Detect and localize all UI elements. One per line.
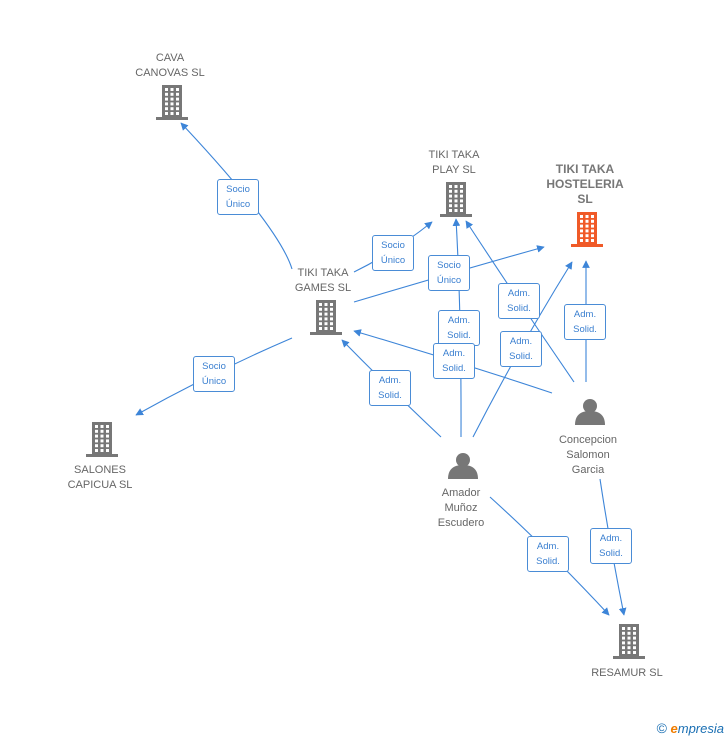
edge-label-concepcion-to-resamur: Adm. Solid. — [590, 528, 632, 564]
copyright-icon: © — [656, 720, 667, 736]
empresia-logo[interactable]: © empresia — [656, 720, 724, 736]
edge-label-tikigames-to-tikihost: Socio Único — [428, 255, 470, 291]
tikiplay-node-label[interactable]: TIKI TAKA PLAY SL — [428, 149, 480, 176]
tikihost-building-icon[interactable] — [571, 212, 603, 247]
edge-label-concepcion-to-tikigames: Adm. Solid. — [433, 343, 475, 379]
edge-label-concepcion-to-tikihost: Adm. Solid. — [564, 304, 606, 340]
salones-building-icon[interactable] — [86, 422, 118, 457]
edge-label-amador-to-resamur: Adm. Solid. — [527, 536, 569, 572]
amador-node-label[interactable]: Amador Muñoz Escudero — [437, 487, 485, 529]
resamur-node-label[interactable]: RESAMUR SL — [591, 667, 663, 679]
concepcion-person-icon[interactable] — [575, 399, 605, 425]
edge-label-amador-to-tikihost: Adm. Solid. — [500, 331, 542, 367]
cava-building-icon[interactable] — [156, 85, 188, 120]
tikiplay-building-icon[interactable] — [440, 182, 472, 217]
edge-label-amador-to-tikigames: Adm. Solid. — [369, 370, 411, 406]
edge-label-tikigames-to-cava: Socio Único — [217, 179, 259, 215]
tikigames-node-label[interactable]: TIKI TAKA GAMES SL — [294, 267, 352, 294]
resamur-building-icon[interactable] — [613, 624, 645, 659]
tikigames-building-icon[interactable] — [310, 300, 342, 335]
edge-label-tikigames-to-tikiplay: Socio Único — [372, 235, 414, 271]
edge-label-concepcion-to-tikiplay: Adm. Solid. — [498, 283, 540, 319]
salones-node-label[interactable]: SALONES CAPICUA SL — [67, 464, 133, 491]
edge-label-tikigames-to-salones: Socio Único — [193, 356, 235, 392]
tikihost-node-label[interactable]: TIKI TAKA HOSTELERIA SL — [546, 162, 624, 206]
cava-node-label[interactable]: CAVA CANOVAS SL — [135, 52, 205, 79]
concepcion-node-label[interactable]: Concepcion Salomon Garcia — [558, 434, 618, 476]
edge-label-amador-to-tikiplay: Adm. Solid. — [438, 310, 480, 346]
amador-person-icon[interactable] — [448, 453, 478, 479]
